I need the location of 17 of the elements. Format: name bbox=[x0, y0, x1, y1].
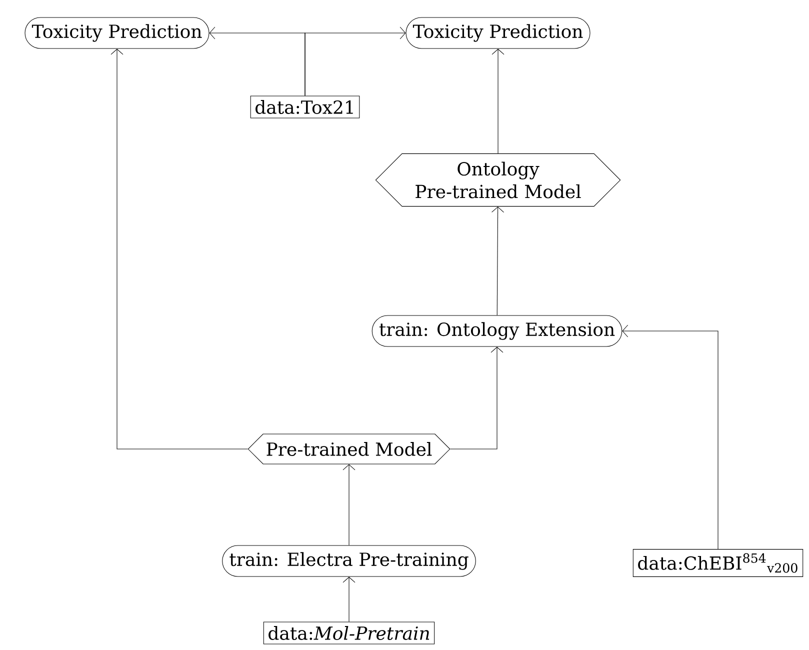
process-pill: train: Electra Pre-training bbox=[222, 545, 476, 577]
arrow bbox=[304, 26, 406, 96]
arrow bbox=[342, 576, 356, 622]
data-box: data:Mol-Pretrain bbox=[263, 622, 435, 644]
model-hexagon: Ontology Pre-trained Model bbox=[375, 153, 621, 207]
arrow bbox=[492, 48, 504, 154]
arrow bbox=[342, 464, 356, 546]
data-box: data:ChEBI$^{854}$v200 bbox=[632, 549, 804, 577]
arrow bbox=[492, 206, 504, 316]
arrow bbox=[110, 48, 248, 450]
process-pill: train: Ontology Extension bbox=[372, 315, 622, 347]
arrow bbox=[450, 346, 504, 450]
data-box: data:Tox21 bbox=[250, 96, 360, 118]
model-hexagon: Pre-trained Model bbox=[248, 434, 450, 464]
process-pill: Toxicity Prediction bbox=[406, 17, 590, 49]
arrow bbox=[622, 324, 718, 550]
process-pill: Toxicity Prediction bbox=[24, 17, 210, 49]
